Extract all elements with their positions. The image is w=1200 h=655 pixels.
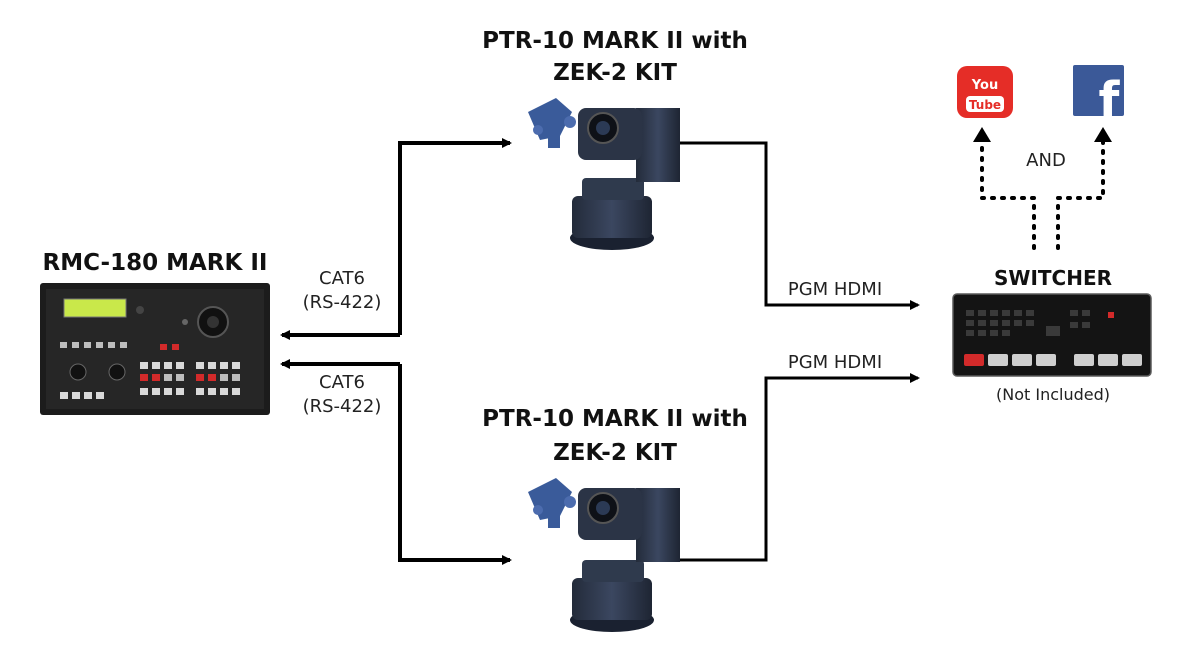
cable-top-label-line1: CAT6 xyxy=(319,268,365,289)
stream-arrow-youtube xyxy=(973,127,991,142)
hdmi-link-top xyxy=(680,141,920,310)
facebook-icon: f xyxy=(1073,65,1124,128)
cable-top-label-line2: (RS-422) xyxy=(302,292,382,313)
rmc-180-controller xyxy=(40,283,270,415)
svg-text:You: You xyxy=(971,78,998,93)
svg-text:Tube: Tube xyxy=(969,98,1001,112)
youtube-icon: You Tube xyxy=(957,66,1013,118)
switcher-device xyxy=(952,293,1152,377)
camera-bottom-title-line1: PTR-10 MARK II with xyxy=(482,406,748,432)
cable-bottom-label-line1: CAT6 xyxy=(319,372,365,393)
stream-arrow-facebook xyxy=(1094,127,1112,142)
cable-bottom-label-line2: (RS-422) xyxy=(302,396,382,417)
cat6-link-bottom xyxy=(398,364,512,565)
stream-dotted-lines xyxy=(980,138,1105,250)
hdmi-bottom-label: PGM HDMI xyxy=(787,352,883,373)
hdmi-top-label: PGM HDMI xyxy=(787,279,883,300)
svg-text:f: f xyxy=(1099,72,1121,128)
camera-top-title-line2: ZEK-2 KIT xyxy=(553,60,677,86)
and-label: AND xyxy=(1026,150,1066,171)
camera-top-title-line1: PTR-10 MARK II with xyxy=(482,28,748,54)
ptz-camera-top xyxy=(528,98,680,250)
hdmi-link-bottom xyxy=(680,373,920,562)
switcher-title: SWITCHER xyxy=(993,266,1113,290)
controller-title: RMC-180 MARK II xyxy=(42,250,268,276)
camera-bottom-title-line2: ZEK-2 KIT xyxy=(553,440,677,466)
ptz-camera-bottom xyxy=(528,478,680,632)
switcher-note: (Not Included) xyxy=(996,385,1110,404)
cat6-link-top xyxy=(398,138,512,335)
